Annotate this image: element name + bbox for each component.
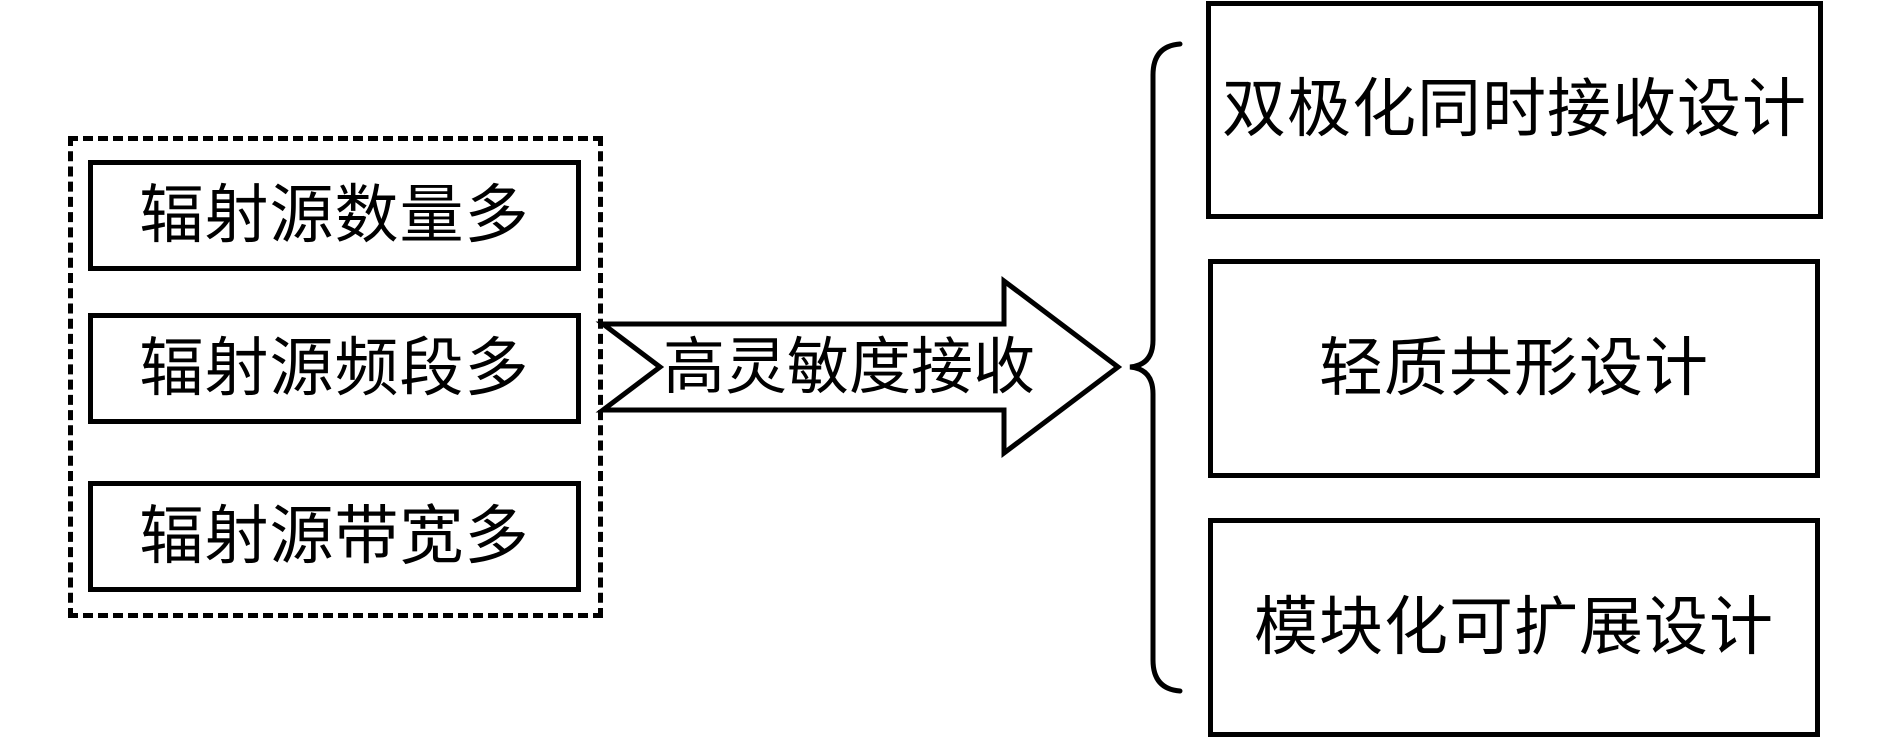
source-box-bandwidth: 辐射源带宽多 (88, 481, 581, 592)
design-box-modular-scalable: 模块化可扩展设计 (1208, 518, 1820, 737)
source-box-quantity: 辐射源数量多 (88, 160, 581, 271)
source-characteristics-group (68, 136, 603, 618)
block-arrow (595, 275, 1123, 459)
design-box-lightweight-conformal-label: 轻质共形设计 (1319, 331, 1709, 406)
source-box-band: 辐射源频段多 (88, 313, 581, 424)
source-box-bandwidth-label: 辐射源带宽多 (139, 499, 530, 574)
design-box-dual-polarization-label: 双极化同时接收设计 (1222, 73, 1807, 147)
source-box-band-label: 辐射源频段多 (139, 331, 530, 406)
design-box-dual-polarization: 双极化同时接收设计 (1206, 1, 1823, 219)
arrow-label: 高灵敏度接收 (663, 330, 1036, 403)
design-box-lightweight-conformal: 轻质共形设计 (1208, 259, 1820, 478)
design-box-modular-scalable-label: 模块化可扩展设计 (1254, 590, 1774, 665)
source-box-quantity-label: 辐射源数量多 (139, 178, 530, 253)
curly-brace (1129, 41, 1183, 694)
